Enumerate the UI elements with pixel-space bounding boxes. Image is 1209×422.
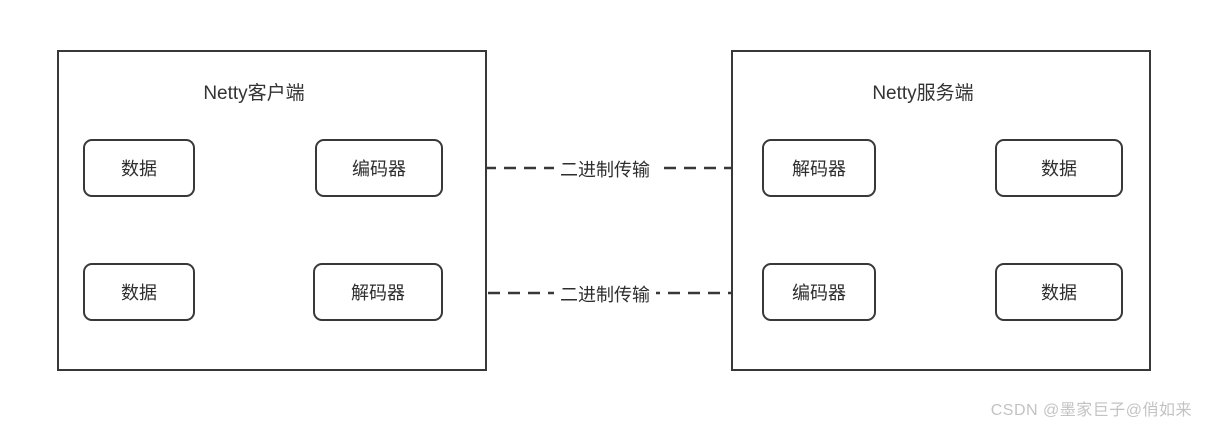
binary-transfer-label-bottom: 二进制传输 (554, 281, 656, 307)
node-client-data-top: 数据 (83, 139, 195, 197)
node-server-data-bottom: 数据 (995, 263, 1123, 321)
server-container-box: Netty服务端 (731, 50, 1151, 371)
binary-transfer-label-top: 二进制传输 (554, 156, 656, 182)
csdn-watermark: CSDN @墨家巨子@俏如来 (990, 402, 1192, 419)
node-client-data-bottom: 数据 (83, 263, 195, 321)
server-title: Netty服务端 (872, 83, 974, 104)
node-server-decoder: 解码器 (762, 139, 876, 197)
client-title: Netty客户端 (203, 83, 305, 104)
node-client-decoder: 解码器 (313, 263, 443, 321)
node-server-encoder: 编码器 (762, 263, 876, 321)
client-container-box: Netty客户端 (57, 50, 487, 371)
node-server-data-top: 数据 (995, 139, 1123, 197)
node-client-encoder: 编码器 (315, 139, 443, 197)
